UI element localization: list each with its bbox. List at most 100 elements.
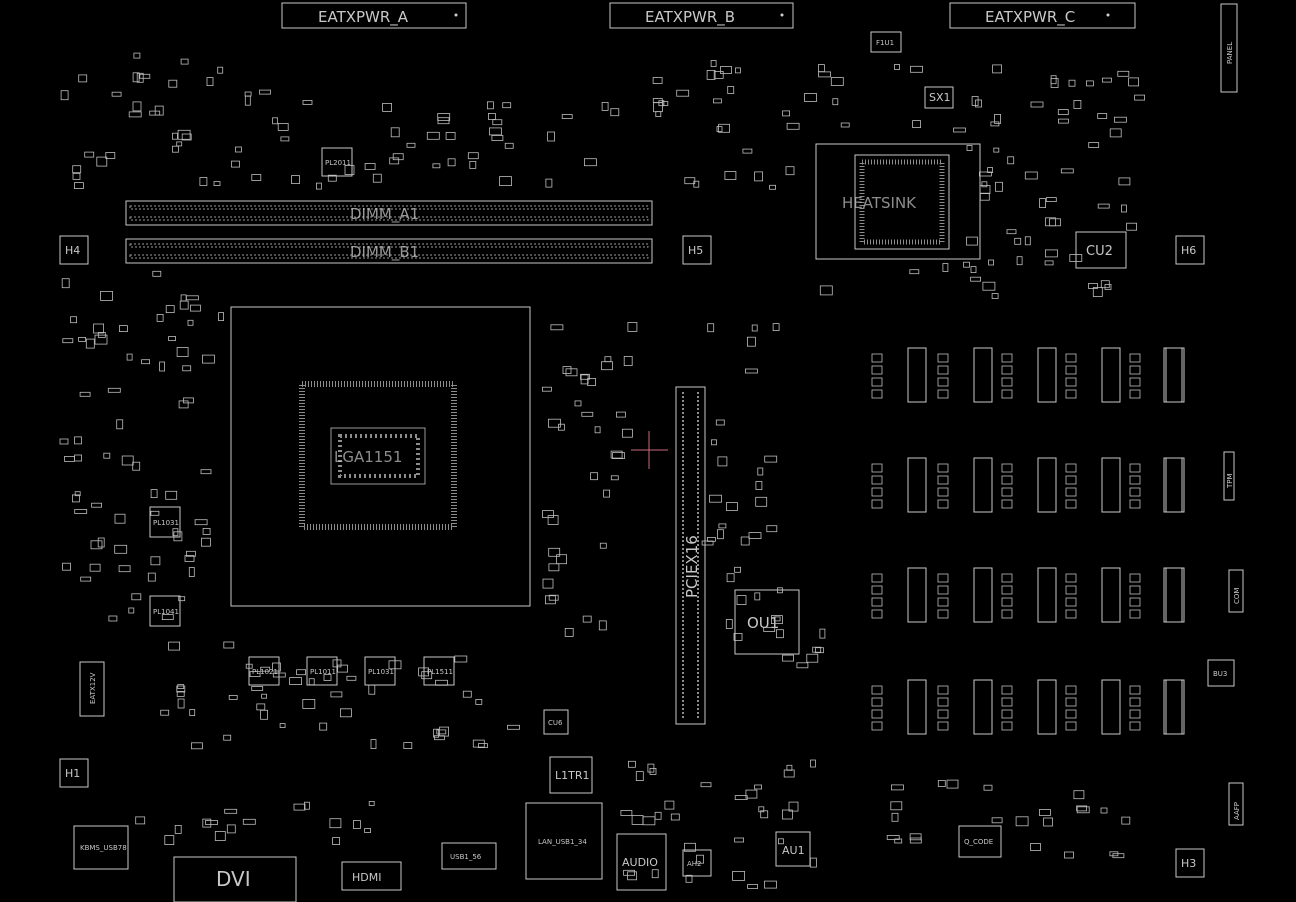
smd-part bbox=[62, 562, 71, 571]
smd-part bbox=[971, 96, 979, 106]
svg-text:H6: H6 bbox=[1181, 244, 1196, 257]
smd-part bbox=[139, 73, 151, 79]
smd-part bbox=[179, 300, 189, 310]
cu2-chip[interactable]: CU2 bbox=[1075, 231, 1127, 269]
dram-chip-outline bbox=[1165, 567, 1185, 623]
smd-part bbox=[785, 166, 795, 176]
kbms-usb-connector[interactable]: KBMS_USB78 bbox=[73, 825, 129, 870]
dvi-connector[interactable]: DVI bbox=[173, 856, 297, 902]
chipset-heatsink[interactable]: HEATSINK bbox=[815, 143, 981, 260]
ah2-chip[interactable]: AH2 bbox=[682, 849, 712, 877]
smd-part bbox=[433, 735, 445, 741]
svg-text:PL1031: PL1031 bbox=[368, 668, 394, 676]
usb56-connector[interactable]: USB1_56 bbox=[441, 842, 497, 870]
svg-text:HDMI: HDMI bbox=[352, 871, 381, 884]
smd-part bbox=[1065, 573, 1077, 583]
smd-part bbox=[709, 494, 722, 503]
smd-part bbox=[132, 72, 140, 83]
smd-part bbox=[114, 544, 128, 554]
ou1-chip[interactable]: OU1 bbox=[734, 589, 800, 655]
smd-part bbox=[1073, 790, 1085, 800]
smd-part bbox=[319, 722, 328, 731]
smd-part bbox=[623, 356, 633, 366]
pciex16-slot[interactable]: PCIEX16 bbox=[675, 386, 706, 725]
svg-text:EATXPWR_A: EATXPWR_A bbox=[318, 8, 409, 27]
smd-part bbox=[890, 801, 903, 811]
audio-connector[interactable]: AUDIO bbox=[616, 833, 667, 891]
f1u1-chip[interactable]: F1U1 bbox=[870, 31, 902, 53]
cu6-chip[interactable]: CU6 bbox=[543, 709, 569, 735]
smd-part bbox=[975, 99, 982, 108]
smd-part bbox=[370, 739, 377, 749]
eatxpwr-a-connector[interactable]: EATXPWR_A bbox=[281, 2, 467, 29]
smd-part bbox=[670, 813, 680, 821]
smd-part bbox=[388, 660, 402, 670]
smd-part bbox=[647, 763, 655, 773]
sx1-chip[interactable]: SX1 bbox=[924, 86, 954, 109]
smd-part bbox=[426, 131, 440, 140]
smd-part bbox=[1016, 256, 1023, 266]
svg-text:PCIEX16: PCIEX16 bbox=[683, 535, 701, 598]
smd-part bbox=[871, 365, 883, 375]
smd-part bbox=[946, 779, 959, 789]
smd-part bbox=[937, 475, 949, 485]
smd-part bbox=[472, 739, 485, 748]
smd-part bbox=[796, 662, 809, 669]
dimm-a1-slot[interactable]: DIMM_A1 bbox=[125, 200, 653, 226]
l1tr1-transformer[interactable]: L1TR1 bbox=[549, 756, 593, 794]
com-header[interactable]: COM bbox=[1228, 569, 1244, 613]
smd-part bbox=[806, 653, 819, 663]
smd-part bbox=[272, 662, 281, 672]
smd-part bbox=[445, 131, 456, 140]
smd-part bbox=[1134, 94, 1145, 101]
svg-text:CU2: CU2 bbox=[1086, 244, 1113, 259]
smd-part bbox=[871, 475, 883, 485]
svg-text:DVI: DVI bbox=[216, 867, 251, 891]
eatxpwr-c-connector[interactable]: EATXPWR_C bbox=[949, 2, 1136, 29]
smd-part bbox=[168, 79, 178, 88]
smd-part bbox=[389, 157, 400, 165]
smd-part bbox=[74, 509, 88, 514]
tpm-header[interactable]: TPM bbox=[1223, 451, 1235, 501]
hdmi-connector[interactable]: HDMI bbox=[341, 861, 402, 891]
smd-part bbox=[1121, 204, 1127, 213]
lan-usb-connector[interactable]: LAN_USB1_34 bbox=[525, 802, 603, 880]
smd-part bbox=[291, 175, 300, 185]
eatx12v-connector[interactable]: EATX12V bbox=[79, 661, 105, 717]
dram-chip-outline bbox=[1037, 457, 1057, 513]
smd-part bbox=[584, 158, 597, 167]
smd-part bbox=[993, 147, 1000, 153]
svg-text:BU3: BU3 bbox=[1213, 670, 1227, 678]
smd-part bbox=[177, 698, 185, 709]
aafp-header[interactable]: AAFP bbox=[1228, 782, 1244, 826]
smd-part bbox=[983, 784, 993, 791]
smd-part bbox=[610, 475, 619, 481]
smd-part bbox=[202, 528, 211, 535]
smd-part bbox=[783, 769, 795, 778]
smd-part bbox=[315, 182, 322, 190]
smd-part bbox=[742, 148, 753, 154]
smd-part bbox=[818, 71, 831, 78]
smd-part bbox=[1001, 389, 1013, 399]
panel-header[interactable]: PANEL bbox=[1220, 3, 1238, 93]
smd-part bbox=[1073, 100, 1082, 109]
smd-part bbox=[1104, 284, 1112, 290]
smd-part bbox=[1069, 254, 1083, 262]
svg-text:Q_CODE: Q_CODE bbox=[964, 838, 993, 846]
dimm-b1-slot[interactable]: DIMM_B1 bbox=[125, 238, 653, 264]
cpu-socket[interactable]: LGA1151 bbox=[230, 306, 531, 607]
au1-chip[interactable]: AU1 bbox=[775, 831, 811, 867]
svg-text:PL1021: PL1021 bbox=[252, 668, 278, 676]
smd-part bbox=[1001, 365, 1013, 375]
smd-part bbox=[751, 324, 758, 332]
smd-part bbox=[684, 177, 696, 185]
smd-part bbox=[280, 136, 290, 142]
smd-part bbox=[676, 89, 690, 97]
smd-part bbox=[346, 675, 357, 681]
bu3-chip[interactable]: BU3 bbox=[1207, 659, 1235, 687]
smd-part bbox=[758, 806, 765, 813]
q-code-display[interactable]: Q_CODE bbox=[958, 825, 1002, 858]
smd-part bbox=[627, 321, 638, 332]
eatxpwr-b-connector[interactable]: EATXPWR_B bbox=[609, 2, 794, 29]
smd-part bbox=[1065, 463, 1077, 473]
